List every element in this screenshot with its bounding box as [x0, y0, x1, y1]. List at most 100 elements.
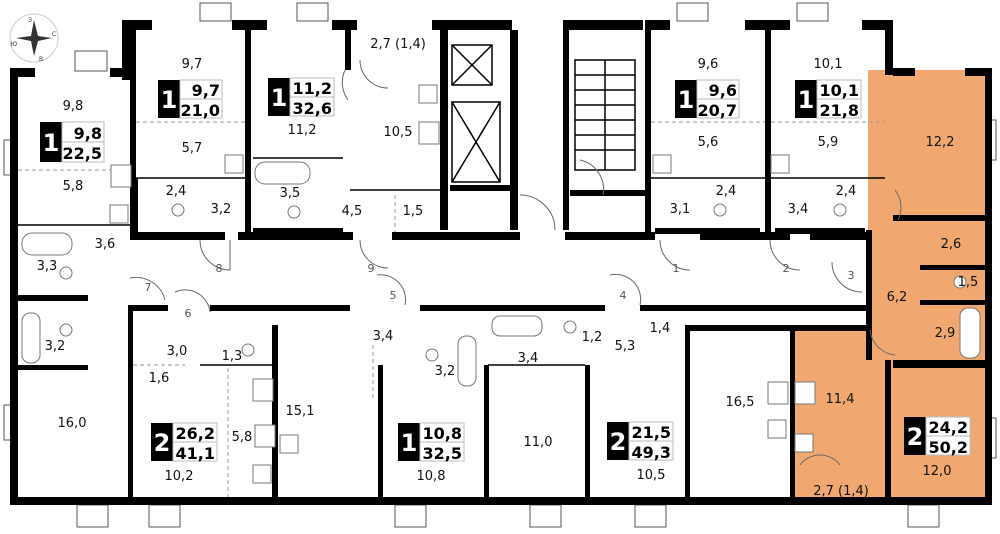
room-area: 3,4	[518, 351, 539, 366]
bathtub-icon	[21, 312, 41, 364]
living-area: 24,2	[929, 418, 968, 437]
fridge-icon	[770, 154, 790, 174]
bathtub-icon	[254, 161, 311, 185]
entrance-number: 5	[390, 289, 397, 302]
partitions	[18, 121, 885, 497]
room-area: 3,2	[211, 202, 232, 217]
room-area: 10,8	[417, 469, 446, 484]
room-area: 5,9	[818, 135, 839, 150]
room-area: 3,3	[37, 259, 58, 274]
apartment-badge[interactable]: 1 10,8 32,5	[398, 422, 465, 463]
room-area: 11,0	[524, 435, 553, 450]
room-area: 1,5	[403, 204, 424, 219]
room-area: 11,4	[826, 392, 855, 407]
compass-east-label: В	[39, 56, 43, 63]
room-area: 2,4	[166, 184, 187, 199]
staircase	[574, 59, 636, 171]
room-area: 1,6	[149, 371, 170, 386]
room-area: 1,4	[650, 321, 671, 336]
room-count: 2	[154, 429, 171, 457]
stove-icon	[418, 121, 440, 145]
room-area: 3,0	[167, 344, 188, 359]
elevator-shaft	[451, 44, 501, 183]
room-area: 10,5	[384, 125, 413, 140]
room-area: 16,0	[58, 416, 87, 431]
room-area: 9,7	[182, 57, 203, 72]
total-area: 21,0	[181, 101, 220, 120]
total-area: 32,6	[293, 99, 332, 118]
highlighted-apartment-fill[interactable]	[795, 70, 986, 504]
apartment-badge[interactable]: 1 10,1 21,8	[795, 79, 862, 120]
stove-icon	[252, 378, 274, 402]
total-area: 20,7	[698, 101, 737, 120]
entrance-number: 8	[216, 262, 223, 275]
fixtures	[21, 84, 981, 484]
apartment-badge-highlighted[interactable]: 2 24,2 50,2	[904, 416, 971, 457]
fridge-icon	[279, 434, 299, 454]
walls	[10, 20, 992, 505]
apartment-badge[interactable]: 1 9,8 22,5	[40, 121, 105, 163]
entrance-number: 2	[783, 262, 790, 275]
fridge-icon	[767, 419, 787, 439]
total-area: 32,5	[423, 444, 462, 463]
room-area: 12,2	[926, 135, 955, 150]
apartment-badge[interactable]: 1 9,7 21,0	[158, 79, 223, 120]
toilet-icon	[713, 203, 727, 217]
apartment-badge[interactable]: 1 11,2 32,6	[268, 77, 335, 118]
entrance-number: 9	[368, 262, 375, 275]
room-area: 11,2	[288, 123, 317, 138]
room-area: 2,7 (1,4)	[813, 484, 869, 499]
living-area: 10,8	[423, 424, 462, 443]
total-area: 21,8	[820, 101, 859, 120]
room-count: 1	[161, 86, 178, 114]
room-area: 1,3	[222, 349, 243, 364]
room-area: 12,0	[923, 464, 952, 479]
living-area: 9,8	[74, 124, 102, 143]
stove-icon	[254, 424, 276, 448]
room-count: 1	[43, 129, 60, 157]
fridge-icon	[652, 154, 672, 174]
living-area: 9,6	[709, 81, 737, 100]
compass-west-label: З	[28, 17, 32, 24]
apartment-badge[interactable]: 1 9,6 20,7	[675, 79, 740, 120]
stove-icon	[767, 381, 789, 405]
apartment-badge[interactable]: 2 26,2 41,1	[151, 422, 218, 463]
total-area: 49,3	[632, 443, 671, 462]
room-count: 1	[401, 429, 418, 457]
room-area: 3,4	[788, 202, 809, 217]
living-area: 10,1	[820, 81, 859, 100]
total-area: 41,1	[176, 444, 215, 463]
room-count: 1	[798, 86, 815, 114]
bathtub-icon	[959, 307, 981, 359]
room-area: 4,5	[342, 204, 363, 219]
entrance-number: 6	[185, 307, 192, 320]
room-area: 1,2	[582, 330, 603, 345]
room-area: 3,2	[45, 339, 66, 354]
toilet-icon	[59, 323, 73, 337]
entrance-number: 1	[673, 262, 680, 275]
bathtub-icon	[491, 315, 543, 337]
room-area: 16,5	[726, 395, 755, 410]
living-area: 9,7	[192, 81, 220, 100]
room-area: 2,4	[836, 184, 857, 199]
room-area: 5,8	[63, 179, 84, 194]
room-area: 10,2	[165, 469, 194, 484]
toilet-icon	[833, 203, 847, 217]
room-area: 3,1	[670, 202, 691, 217]
room-area: 1,5	[958, 275, 979, 290]
room-area: 6,2	[887, 290, 908, 305]
toilet-icon	[563, 320, 577, 334]
toilet-icon	[241, 343, 255, 357]
living-area: 26,2	[176, 424, 215, 443]
room-area: 2,7 (1,4)	[370, 37, 426, 52]
room-area: 2,6	[941, 237, 962, 252]
room-area: 9,6	[698, 57, 719, 72]
room-area: 9,8	[63, 99, 84, 114]
living-area: 21,5	[632, 423, 671, 442]
room-area: 5,7	[182, 141, 203, 156]
entrance-numbers: 1 2 3 4 5 6 7 8 9	[145, 262, 855, 320]
room-area: 3,6	[95, 237, 116, 252]
apartment-badge[interactable]: 2 21,5 49,3	[607, 421, 674, 462]
entrance-number: 4	[620, 289, 627, 302]
